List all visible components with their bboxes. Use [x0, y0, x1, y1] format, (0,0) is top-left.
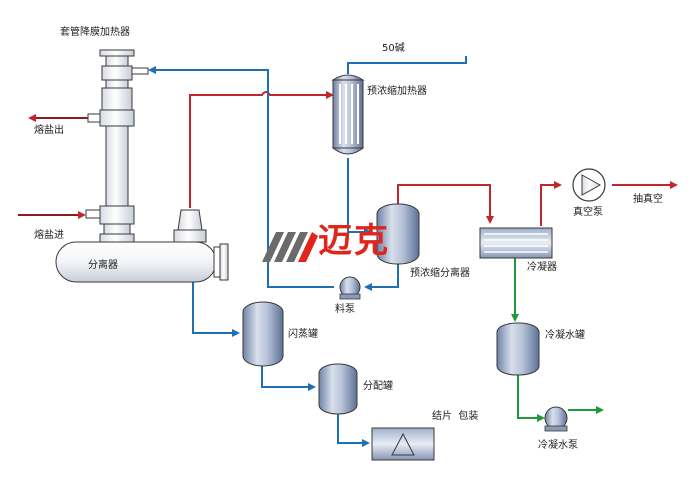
label-preconc-heater: 预浓缩加热器	[367, 86, 427, 97]
separator-to-pump-line	[364, 262, 399, 291]
flash-to-dist-line	[261, 362, 316, 391]
condensate-pump	[544, 406, 568, 432]
vacuum-pump	[572, 168, 606, 202]
flash-tank	[242, 301, 284, 367]
label-separator: 分离器	[88, 260, 118, 271]
vapor-line-to-condenser	[397, 184, 494, 224]
label-distribution-tank: 分配罐	[363, 381, 393, 392]
vapor-line-to-preconc-heater	[189, 91, 334, 208]
label-flaking-packing: 结片 包装	[432, 411, 479, 422]
label-condensate-tank: 冷凝水罐	[545, 330, 585, 341]
preconc-separator	[376, 203, 420, 265]
label-flash-tank: 闪蒸罐	[288, 329, 318, 340]
flaker-packing-unit	[371, 427, 435, 461]
feed-pump	[339, 276, 361, 300]
condensate-line-to-pump	[517, 370, 545, 422]
label-salt-out: 熔盐出	[34, 125, 64, 136]
company-logo-mark	[262, 232, 318, 262]
jacket-falling-film-heater	[85, 49, 149, 243]
label-preconc-separator: 预浓缩分离器	[410, 268, 470, 279]
separator-vessel	[55, 209, 229, 283]
alkali-feed-line	[347, 56, 467, 74]
label-feed-pump: 料泵	[335, 304, 355, 315]
pump-to-jacket-heater-line	[148, 66, 334, 288]
label-alkali-50: 50碱	[382, 43, 405, 54]
label-condenser: 冷凝器	[527, 262, 557, 273]
label-vacuum-out: 抽真空	[633, 194, 663, 205]
distribution-tank	[318, 363, 358, 415]
company-logo-text: 迈克	[318, 221, 390, 261]
condensate-tank	[496, 322, 540, 376]
label-jacket-heater: 套管降膜加热器	[60, 27, 130, 38]
preconc-heater	[331, 74, 365, 155]
separator-to-flash-line	[192, 282, 240, 337]
label-vacuum-pump: 真空泵	[573, 207, 603, 218]
heater-to-separator-line	[347, 158, 372, 236]
label-salt-in: 熔盐进	[34, 230, 64, 241]
dist-to-flaker-line	[337, 412, 370, 447]
label-condensate-pump: 冷凝水泵	[538, 440, 578, 451]
condenser	[479, 227, 553, 259]
vacuum-line	[540, 181, 562, 226]
